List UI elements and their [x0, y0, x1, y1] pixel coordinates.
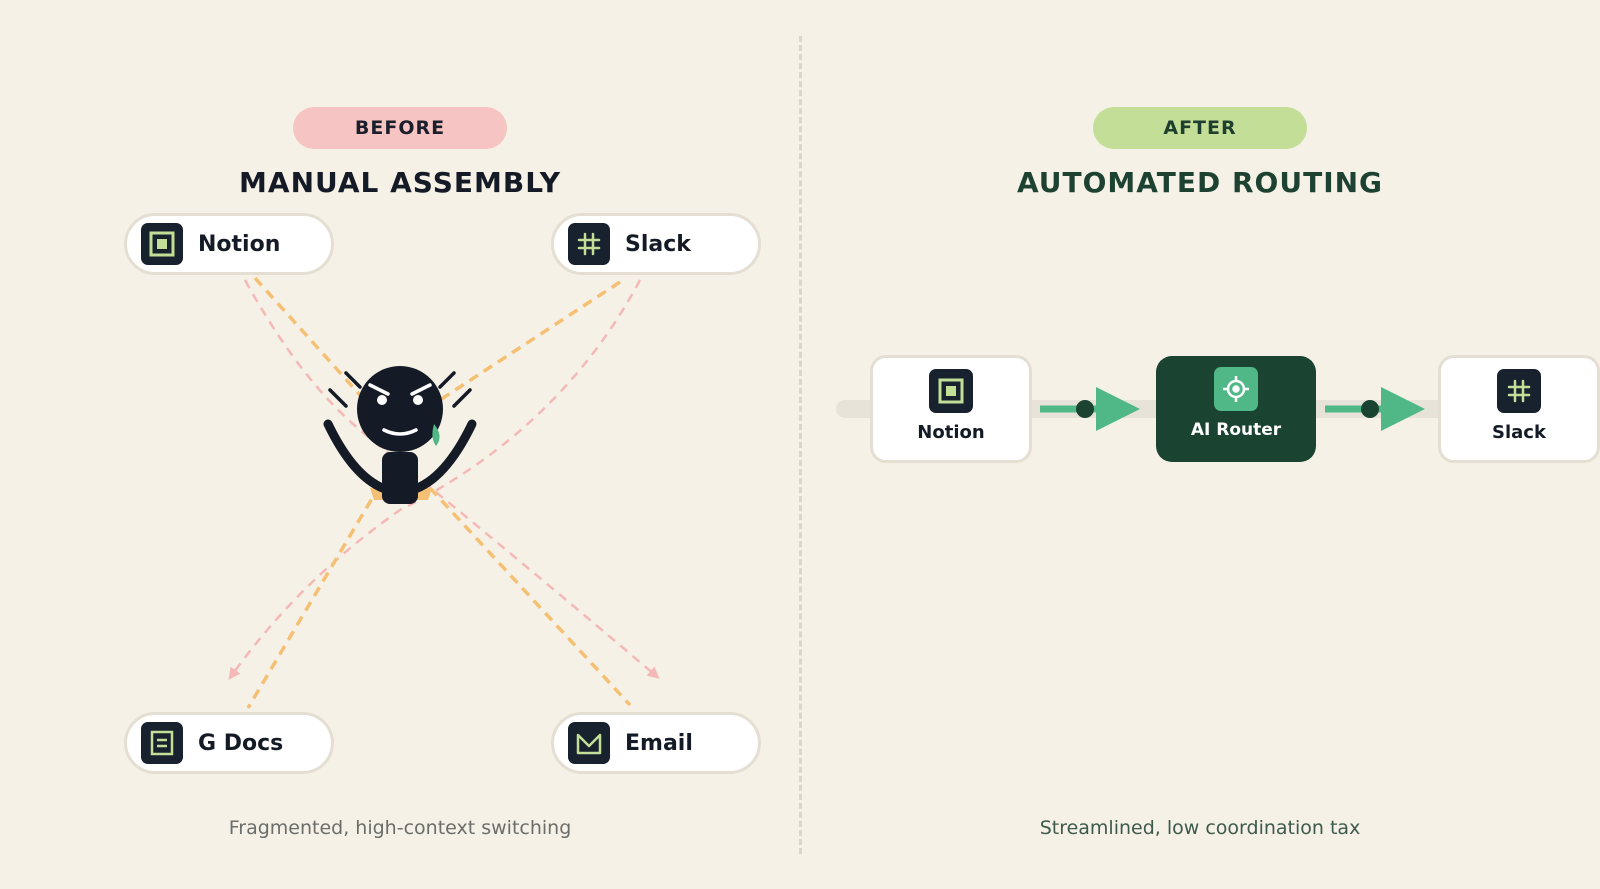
notion-card: Notion — [870, 355, 1032, 463]
slack-label: Slack — [625, 231, 691, 257]
gdocs-icon — [141, 722, 183, 764]
email-pill: Email — [551, 712, 761, 774]
slack-hash-icon — [1497, 369, 1541, 413]
notion-pill: Notion — [124, 213, 334, 275]
slack-pill: Slack — [551, 213, 761, 275]
notion-icon — [929, 369, 973, 413]
slack-hash-icon — [568, 223, 610, 265]
notion-label: Notion — [198, 231, 281, 257]
before-title: MANUAL ASSEMBLY — [239, 166, 561, 199]
notion-icon — [141, 223, 183, 265]
slack-card-label: Slack — [1492, 422, 1546, 443]
pink-connection-lines — [228, 279, 660, 680]
crosshair-icon — [1214, 367, 1258, 411]
slack-card: Slack — [1438, 355, 1600, 463]
after-title: AUTOMATED ROUTING — [1016, 166, 1384, 199]
orange-connection-lines — [246, 276, 632, 709]
ai-router-label: AI Router — [1190, 420, 1282, 440]
gdocs-pill: G Docs — [124, 712, 334, 774]
gdocs-label: G Docs — [198, 730, 284, 756]
after-caption: Streamlined, low coordination tax — [1039, 817, 1361, 839]
after-badge: AFTER — [1093, 107, 1307, 149]
before-caption: Fragmented, high-context switching — [228, 817, 572, 839]
notion-card-label: Notion — [917, 422, 985, 443]
email-label: Email — [625, 730, 693, 756]
ai-router-card: AI Router — [1156, 356, 1316, 462]
email-icon — [568, 722, 610, 764]
section-divider — [799, 36, 802, 854]
stressed-person-icon — [323, 366, 477, 504]
before-badge: BEFORE — [293, 107, 507, 149]
